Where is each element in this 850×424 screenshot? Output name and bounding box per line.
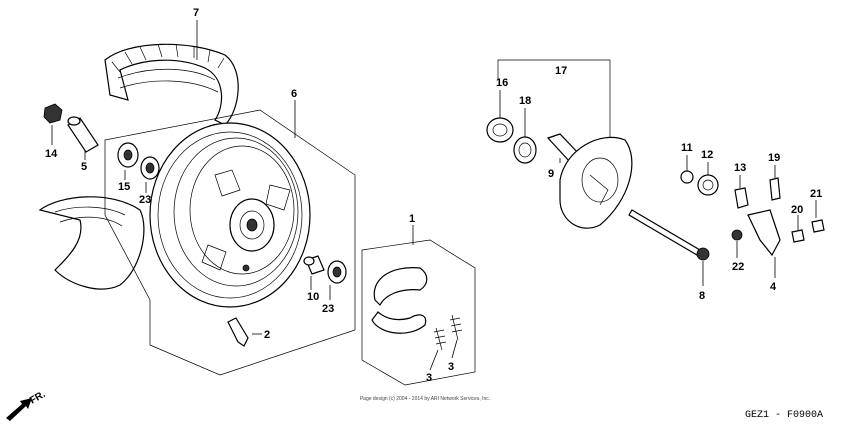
- distance-collar-5: [67, 116, 99, 153]
- part-label: 22: [732, 261, 744, 273]
- wheel-assembly-box: [104, 109, 356, 376]
- part-label: 4: [770, 281, 777, 293]
- bearing-23-right: [327, 260, 347, 284]
- part-label: 3: [426, 372, 432, 384]
- brake-panel-group: [486, 59, 825, 261]
- bearing-17: [117, 142, 139, 168]
- bearing-23-left: [140, 156, 160, 180]
- part-label: 12: [701, 149, 713, 161]
- front-direction-arrow: FR.: [6, 389, 48, 421]
- tire-illustration: [38, 43, 239, 290]
- part-label: 23: [322, 303, 334, 315]
- part-label: 19: [768, 152, 780, 164]
- axle-nut-16: [43, 103, 63, 124]
- part-label: 6: [291, 88, 297, 100]
- part-label: 5: [81, 161, 87, 173]
- part-label: 3: [448, 361, 454, 373]
- part-label: 9: [548, 168, 554, 180]
- part-label: 2: [264, 329, 270, 341]
- front-direction-label: FR.: [28, 389, 48, 407]
- part-label: 8: [699, 290, 705, 302]
- part-label: 11: [681, 142, 693, 154]
- diagram-code: GEZ1 - F0900A: [745, 410, 823, 421]
- part-label: 13: [734, 162, 746, 174]
- valve-2: [227, 317, 249, 347]
- part-label: 18: [519, 95, 531, 107]
- part-label: 1: [409, 213, 415, 225]
- part-label: 15: [118, 181, 130, 193]
- part-label: 17: [555, 65, 567, 77]
- rear-wheel-illustration: [149, 122, 311, 308]
- part-label: 16: [496, 77, 508, 89]
- collar-6: [303, 255, 325, 275]
- part-label: 7: [193, 7, 199, 19]
- part-label: 14: [45, 148, 58, 160]
- brake-shoe-box: [361, 239, 476, 386]
- part-label: 23: [139, 194, 151, 206]
- part-label: 20: [791, 204, 803, 216]
- leader-lines: [51, 20, 817, 371]
- part-labels: 7 6 14 5 15 23 10 23 2 1 3 3 16 18 17 9 …: [45, 7, 822, 384]
- copyright-notice: Page design (c) 2004 - 2014 by ARI Netwo…: [360, 396, 490, 402]
- part-label: 21: [810, 188, 822, 200]
- part-label: 10: [307, 291, 319, 303]
